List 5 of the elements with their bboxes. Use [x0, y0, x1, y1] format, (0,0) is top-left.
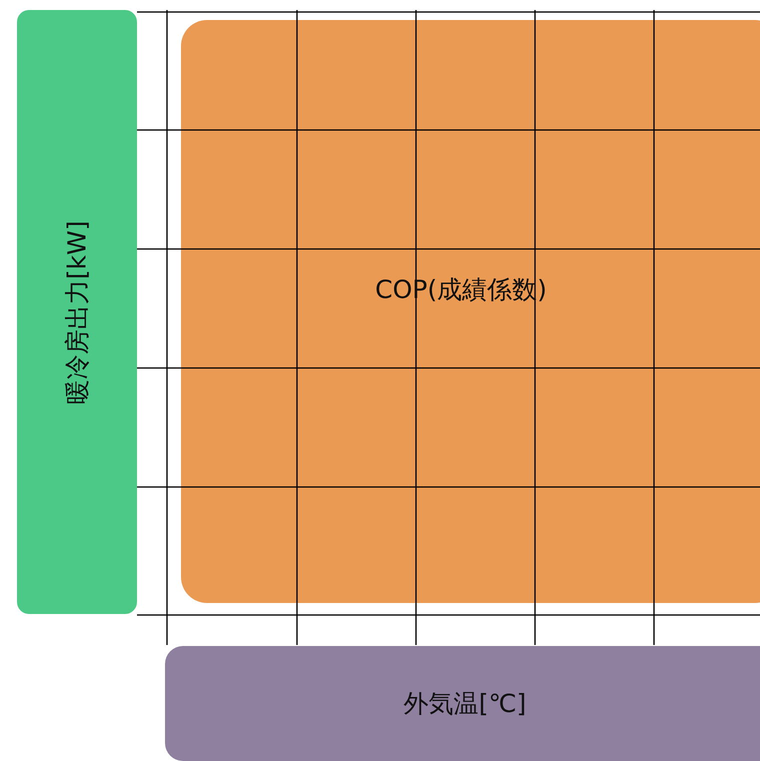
label-box [181, 20, 760, 603]
label-box [165, 646, 760, 761]
box-label: 暖冷房出力[kW] [62, 220, 92, 404]
box-label: 外気温[℃] [404, 688, 526, 720]
label-box [17, 10, 137, 614]
